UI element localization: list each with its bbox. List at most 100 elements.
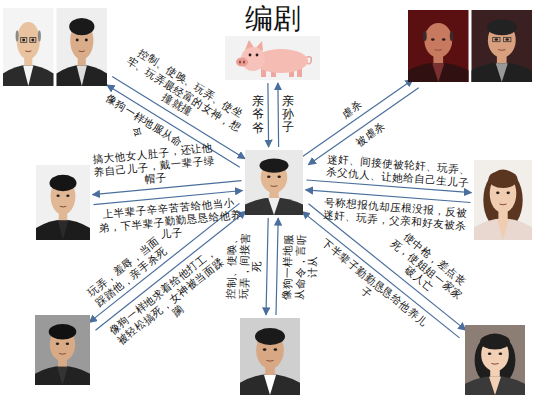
illustration-part — [245, 150, 303, 215]
illustration-part — [57, 8, 108, 86]
illustration-part — [23, 66, 33, 86]
illustration-part — [69, 18, 94, 35]
illustration-part — [435, 49, 442, 51]
relation-arrow — [308, 88, 418, 165]
illustration-part — [480, 334, 510, 349]
illustration-part — [465, 376, 525, 395]
illustration-part — [432, 63, 444, 82]
relation-label: 搞大他女人肚子，还让他养自己儿子，戴一辈子绿帽子 — [89, 141, 220, 191]
illustration-part — [496, 191, 499, 194]
illustration-part — [3, 8, 54, 86]
illustration-part — [255, 328, 285, 345]
illustration-part — [491, 363, 498, 365]
illustration-part — [57, 367, 68, 385]
illustration-part — [271, 185, 278, 187]
relation-label: 被虐杀 — [346, 116, 393, 154]
illustration-part — [31, 39, 34, 42]
illustration-part — [266, 360, 273, 362]
illustration-part — [474, 160, 532, 240]
illustration-part — [472, 10, 533, 82]
illustration-part — [79, 50, 85, 52]
illustration-part — [474, 160, 532, 240]
character-photo — [240, 318, 300, 395]
illustration-part — [488, 352, 492, 355]
illustration-part — [35, 366, 90, 385]
illustration-part — [240, 374, 300, 395]
relation-label: 上半辈子辛辛苦苦给他当小弟，下半辈子勤勤恳恳给他养儿子 — [94, 195, 247, 247]
character-photo — [474, 160, 532, 240]
illustration-part — [36, 165, 90, 240]
relation-arrow — [266, 218, 268, 315]
portrait-picture — [408, 10, 532, 82]
portrait-picture — [245, 150, 303, 215]
illustration-part — [245, 150, 303, 215]
illustration-part — [408, 10, 469, 82]
illustration-part — [465, 325, 525, 395]
illustration-part — [474, 160, 532, 240]
illustration-part — [505, 38, 509, 41]
illustration-part — [236, 58, 248, 67]
illustration-part — [36, 165, 90, 240]
illustration-part — [49, 324, 77, 339]
illustration-part — [408, 10, 532, 82]
illustration-part — [225, 36, 320, 80]
illustration-part — [30, 38, 36, 43]
relation-arrow — [303, 80, 413, 157]
illustration-part — [3, 8, 54, 86]
relation-label: 亲爷爷 — [252, 95, 264, 135]
relation-label: 亲孙子 — [282, 95, 294, 135]
illustration-part — [36, 165, 90, 240]
illustration-part — [472, 63, 533, 82]
illustration-part — [35, 315, 90, 385]
illustration-part — [408, 10, 469, 82]
portrait-picture — [3, 8, 107, 86]
illustration-part — [465, 325, 525, 395]
illustration-part — [50, 175, 77, 192]
illustration-part — [245, 150, 303, 215]
relation-label: 控制、使唤、玩弄，间接害死 — [224, 227, 263, 304]
illustration-part — [35, 315, 90, 385]
relation-arrow — [276, 218, 278, 315]
relation-arrow — [267, 83, 269, 147]
illustration-part — [424, 23, 452, 58]
illustration-part — [431, 38, 435, 41]
illustration-part — [66, 342, 69, 345]
illustration-part — [58, 221, 69, 241]
illustration-part — [249, 54, 252, 57]
illustration-part — [274, 348, 278, 351]
illustration-part — [493, 37, 500, 41]
illustration-part — [16, 31, 19, 42]
main-character-photo — [245, 150, 303, 215]
character-photo — [465, 325, 525, 395]
illustration-part — [442, 38, 446, 41]
illustration-part — [504, 37, 511, 41]
portrait-picture — [474, 160, 532, 240]
illustration-part — [77, 66, 87, 86]
illustration-part — [35, 315, 90, 385]
illustration-part — [57, 8, 108, 86]
illustration-part — [264, 375, 276, 395]
portrait-picture — [465, 325, 525, 395]
illustration-part — [17, 22, 40, 59]
illustration-part — [239, 60, 241, 63]
illustration-part — [3, 8, 107, 86]
relation-arrow — [277, 83, 279, 147]
writer-pig: 编剧 — [225, 2, 320, 80]
illustration-part — [260, 158, 289, 172]
illustration-part — [243, 60, 245, 63]
illustration-part — [489, 377, 501, 395]
portrait-picture — [36, 165, 90, 240]
illustration-part — [500, 204, 507, 206]
illustration-part — [498, 49, 505, 51]
illustration-part — [472, 10, 533, 82]
illustration-part — [487, 19, 517, 35]
illustration-part — [59, 353, 66, 355]
illustration-part — [496, 63, 508, 82]
illustration-part — [85, 39, 88, 42]
illustration-part — [465, 325, 525, 395]
illustration-part — [450, 31, 454, 41]
portrait-picture — [240, 318, 300, 395]
illustration-part — [256, 54, 259, 57]
illustration-part — [495, 38, 499, 41]
illustration-part — [76, 39, 79, 42]
